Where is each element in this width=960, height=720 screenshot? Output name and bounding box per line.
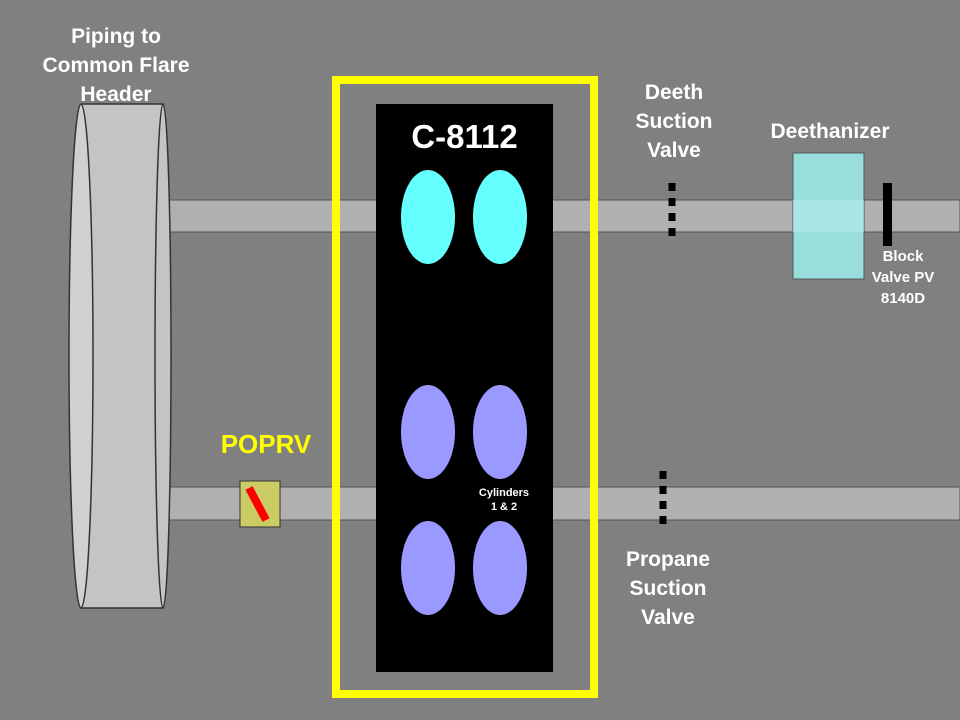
poprv-marker <box>245 486 270 522</box>
cylinder-blue-4 <box>473 521 527 615</box>
lower-pipe <box>149 486 960 521</box>
deethanizer-label: Deethanizer <box>770 120 890 143</box>
poprv-label: POPRV <box>220 429 312 459</box>
cylinder-blue-2 <box>473 385 527 479</box>
deeth-suction-valve-label: Deeth Suction Valve <box>635 81 713 162</box>
cylinder-blue-1 <box>401 385 455 479</box>
cylinder-cyan-2 <box>473 170 527 264</box>
flare-header-cylinder <box>68 103 172 609</box>
cylinder-cyan-1 <box>401 170 455 264</box>
cylinder-blue-3 <box>401 521 455 615</box>
propane-suction-valve-label: Propane Suction Valve <box>625 548 711 629</box>
flare-header-label: Piping to Common Flare Header <box>42 25 190 106</box>
compressor-label: C-8112 <box>411 118 518 155</box>
block-valve-pv-8140d <box>883 183 892 246</box>
cylinders-label: Cylinders 1 & 2 <box>478 487 530 513</box>
block-valve-label: Block Valve PV 8140D <box>871 248 935 307</box>
compressor-body <box>376 104 553 672</box>
compressor-highlight-box <box>332 76 598 698</box>
